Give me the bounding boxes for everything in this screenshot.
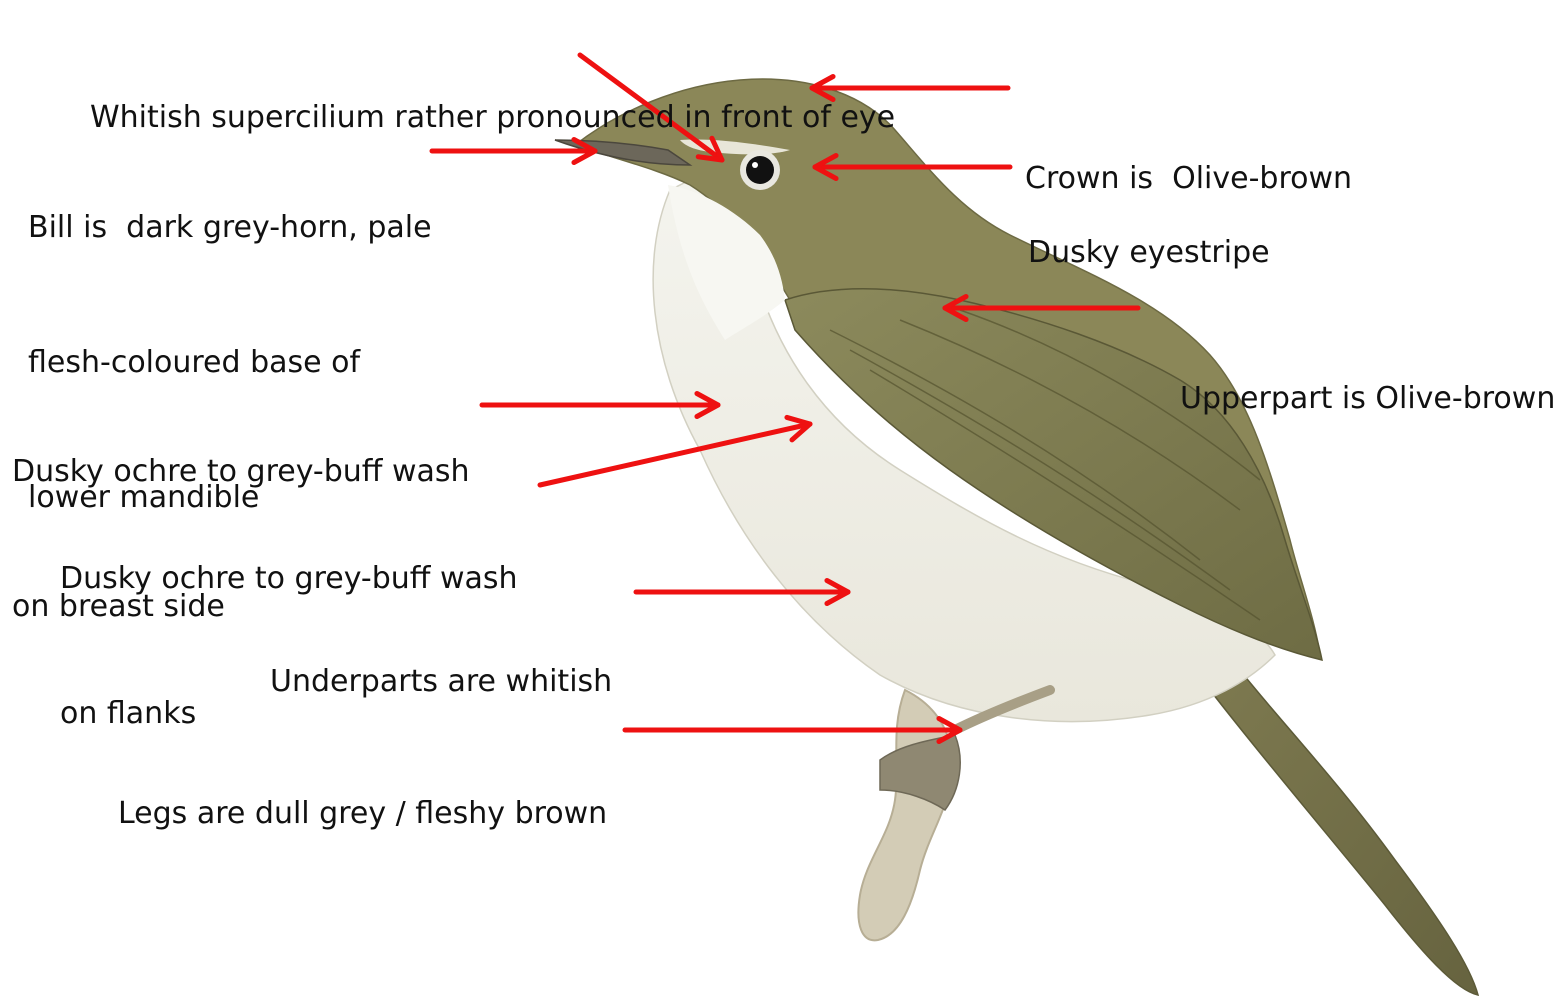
bird-tail	[1210, 650, 1478, 995]
label-legs: Legs are dull grey / fleshy brown	[118, 701, 607, 926]
label-upperpart: Upperpart is Olive-brown	[1180, 286, 1555, 511]
